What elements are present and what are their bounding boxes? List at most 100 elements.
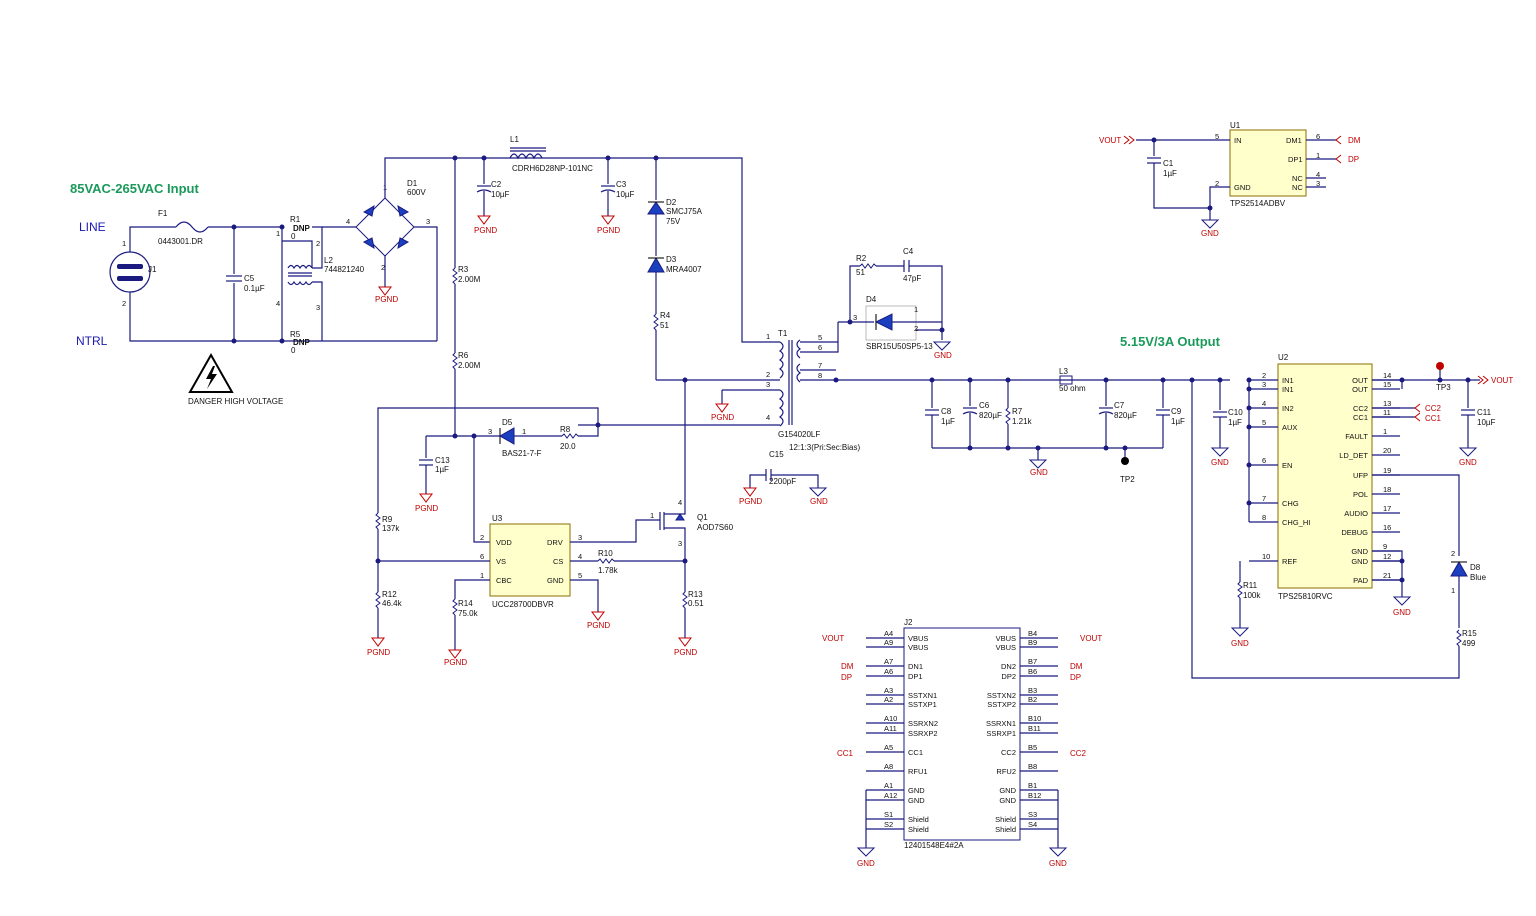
u3-pin: DRV (547, 538, 563, 547)
pin: 1 (650, 511, 654, 520)
r13-value: 0.51 (688, 599, 704, 608)
r3-value: 2.00M (458, 275, 481, 284)
j2-pin-name: SSTXN1 (908, 691, 937, 700)
j2-pin-number: A8 (884, 762, 893, 771)
q1-ref: Q1 (697, 513, 708, 522)
pin: 8 (818, 371, 822, 380)
u3-pin: CBC (496, 576, 512, 585)
u2-ref: U2 (1278, 353, 1289, 362)
j2-pin-name: RFU1 (908, 767, 928, 776)
u3-pin: VDD (496, 538, 512, 547)
pgnd-label: PGND (367, 648, 390, 657)
d4-box (865, 305, 917, 341)
pin: 4 (276, 299, 280, 308)
pgnd-label: PGND (444, 658, 467, 667)
pin: 6 (818, 343, 822, 352)
c10-value: 1µF (1228, 418, 1242, 427)
c1-ref: C1 (1163, 159, 1174, 168)
pgnd-label: PGND (415, 504, 438, 513)
j2-pin-number: B10 (1028, 714, 1041, 723)
pin: 3 (678, 539, 682, 548)
u2-pin-number: 1 (1383, 427, 1387, 436)
j2-pin-name: GND (908, 786, 925, 795)
pin: 6 (1316, 132, 1320, 141)
pgnd-label: PGND (587, 621, 610, 630)
u2-pin-name: CC1 (1353, 413, 1368, 422)
l3-value: 50 ohm (1059, 384, 1086, 393)
u2-pin-number: 14 (1383, 371, 1391, 380)
t1-value: G154020LF (778, 430, 820, 439)
c13-ref: C13 (435, 456, 450, 465)
pgnd-symbol (378, 286, 392, 296)
u2-pin-number: 4 (1262, 399, 1266, 408)
pgnd-label: PGND (711, 413, 734, 422)
pin: 1 (480, 571, 484, 580)
l1-inductor (509, 147, 546, 160)
gnd-label: GND (1049, 859, 1067, 868)
u2-left-nodes (1246, 386, 1252, 506)
d2-voltage: 75V (666, 217, 681, 226)
u3-pin: CS (553, 557, 563, 566)
pin: 2 (480, 533, 484, 542)
u2-pin-name: AUX (1282, 423, 1297, 432)
r5-ref: R5 (290, 330, 301, 339)
r12-value: 46.4k (382, 599, 403, 608)
pin: 4 (1316, 170, 1320, 179)
j2-pin-name: Shield (908, 825, 929, 834)
c7-ref: C7 (1114, 401, 1125, 410)
j2-pin-name: Shield (995, 815, 1016, 824)
u2-pin-name: IN2 (1282, 404, 1294, 413)
pin: 2 (316, 239, 320, 248)
r14-value: 75.0k (458, 609, 479, 618)
j2-pin-number: A6 (884, 667, 893, 676)
u2-pin-number: 21 (1383, 571, 1391, 580)
u3-ref: U3 (492, 514, 503, 523)
u1-chip (1229, 129, 1307, 197)
pin: 3 (578, 533, 582, 542)
pin: 6 (480, 552, 484, 561)
j2-value: 12401548E4#2A (904, 841, 964, 850)
j2-pin-name: CC1 (908, 748, 923, 757)
d2-value: SMCJ75A (666, 207, 703, 216)
j2-pin-name: VBUS (908, 643, 928, 652)
j2-pin-name: SSRXP2 (908, 729, 938, 738)
f1-value: 0443001.DR (158, 237, 203, 246)
u2-pin-number: 3 (1262, 380, 1266, 389)
r9-ref: R9 (382, 515, 393, 524)
j2-left-pins: A4VBUSA9VBUSA7DN1A6DP1A3SSTXN1A2SSTXP1A1… (866, 629, 938, 834)
pin: 1 (1451, 586, 1455, 595)
j2-pin-number: B6 (1028, 667, 1037, 676)
pin: 3 (766, 380, 770, 389)
j2-pin-number: A11 (884, 724, 897, 733)
c15-ref: C15 (769, 450, 784, 459)
r15-value: 499 (1462, 639, 1476, 648)
j2-connector (903, 627, 1021, 841)
u2-pin-number: 9 (1383, 542, 1387, 551)
pin: 1 (276, 229, 280, 238)
r5-dnp: DNP (293, 338, 311, 347)
gnd-label: GND (810, 497, 828, 506)
u2-pin-number: 18 (1383, 485, 1391, 494)
c5-ref: C5 (244, 274, 255, 283)
d1-ref: D1 (407, 179, 418, 188)
j2-pin-name: GND (999, 796, 1016, 805)
u2-pin-number: 10 (1262, 552, 1270, 561)
dm-net: DM (841, 662, 854, 671)
r8-value: 20.0 (560, 442, 576, 451)
pin: 4 (346, 217, 350, 226)
ntrl-label: NTRL (76, 334, 108, 348)
u2-pin-name: POL (1353, 490, 1368, 499)
j2-pin-number: B4 (1028, 629, 1037, 638)
cc1-net: CC1 (1425, 414, 1442, 423)
line-label: LINE (79, 220, 106, 234)
pin: 3 (316, 303, 320, 312)
f1-ref: F1 (158, 209, 168, 218)
pin: 1 (766, 332, 770, 341)
c15-value: 2200pF (769, 477, 796, 486)
vout-net: VOUT (822, 634, 844, 643)
u2-pin-name: IN1 (1282, 385, 1294, 394)
pin: 3 (1316, 179, 1320, 188)
output-nodes (929, 377, 1252, 451)
c2-ref: C2 (491, 180, 502, 189)
